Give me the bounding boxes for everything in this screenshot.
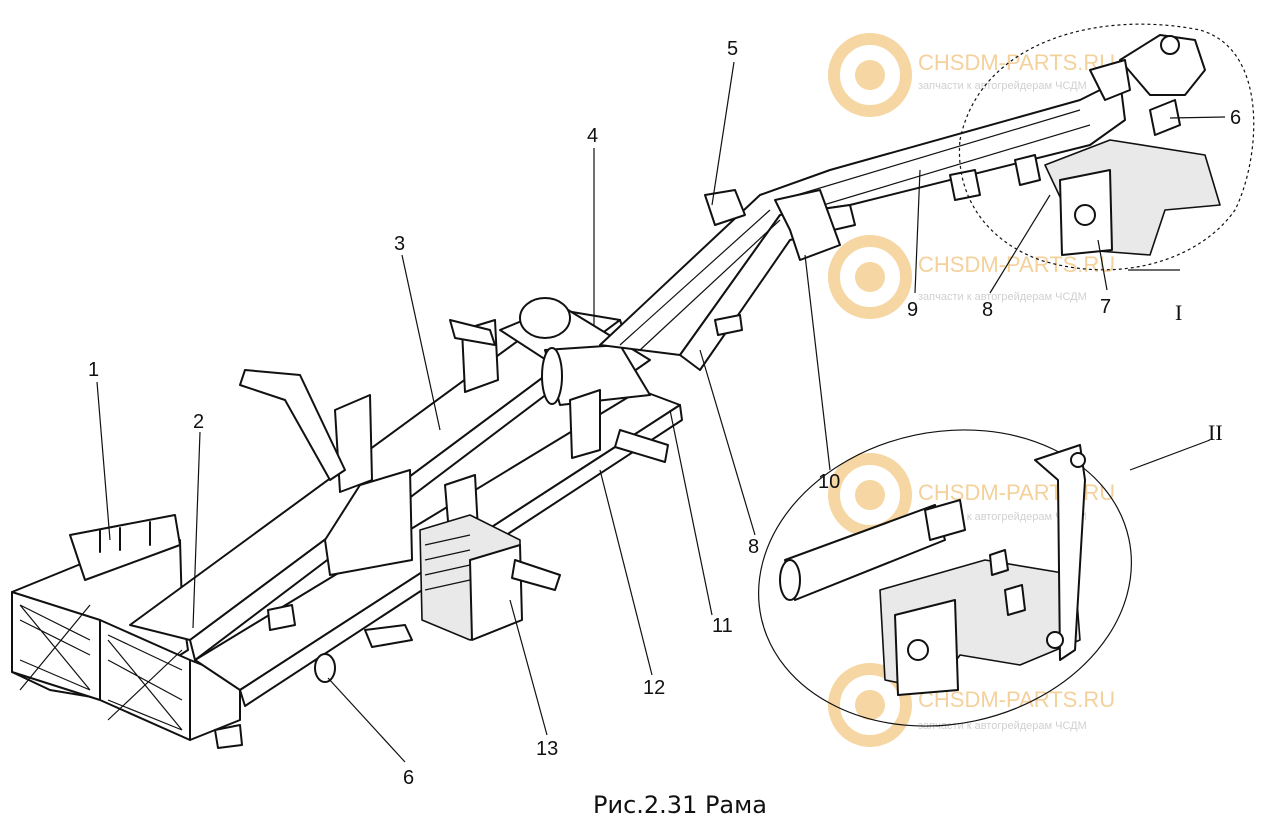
figure-caption: Рис.2.31 Рама: [593, 791, 767, 819]
callout-3: 3: [394, 233, 405, 255]
callout-5: 5: [727, 38, 738, 60]
watermark-tagline: запчасти к автогрейдерам ЧСДМ: [918, 291, 1087, 303]
callout-6-front: 6: [1230, 107, 1241, 129]
callout-1: 1: [88, 359, 99, 381]
watermark-tagline: запчасти к автогрейдерам ЧСДМ: [918, 80, 1087, 92]
watermark-logo-icon: [828, 33, 912, 117]
callout-9: 9: [907, 299, 918, 321]
callout-12: 12: [643, 677, 665, 699]
watermark-bottom: CHSDM-PARTS.RU запчасти к автогрейдерам …: [828, 663, 1115, 747]
callout-8-front: 8: [982, 299, 993, 321]
view-label-ii: II: [1208, 420, 1223, 445]
watermark-brand: CHSDM-PARTS.RU: [918, 50, 1115, 75]
detail-view-ii: [758, 429, 1132, 727]
callout-7: 7: [1100, 296, 1111, 318]
callout-4: 4: [587, 125, 598, 147]
view-label-i: I: [1175, 300, 1182, 325]
callout-labels: 1 2 3 4 5 6 7 8 9 10 8 11 12 13 6 I II: [88, 38, 1241, 789]
leader-lines: [96, 61, 1226, 763]
callout-6-rear: 6: [403, 767, 414, 789]
callout-10: 10: [818, 471, 840, 493]
watermark-logo-icon: [828, 235, 912, 319]
callout-8-mid: 8: [748, 536, 759, 558]
callout-13: 13: [536, 738, 558, 760]
main-frame-drawing: [11, 34, 1221, 749]
callout-11: 11: [712, 615, 733, 637]
callout-2: 2: [193, 411, 204, 433]
watermark-mid: CHSDM-PARTS.RU запчасти к автогрейдерам …: [828, 235, 1115, 319]
watermark-top: CHSDM-PARTS.RU запчасти к автогрейдерам …: [828, 33, 1115, 117]
watermark-brand: CHSDM-PARTS.RU: [918, 252, 1115, 277]
